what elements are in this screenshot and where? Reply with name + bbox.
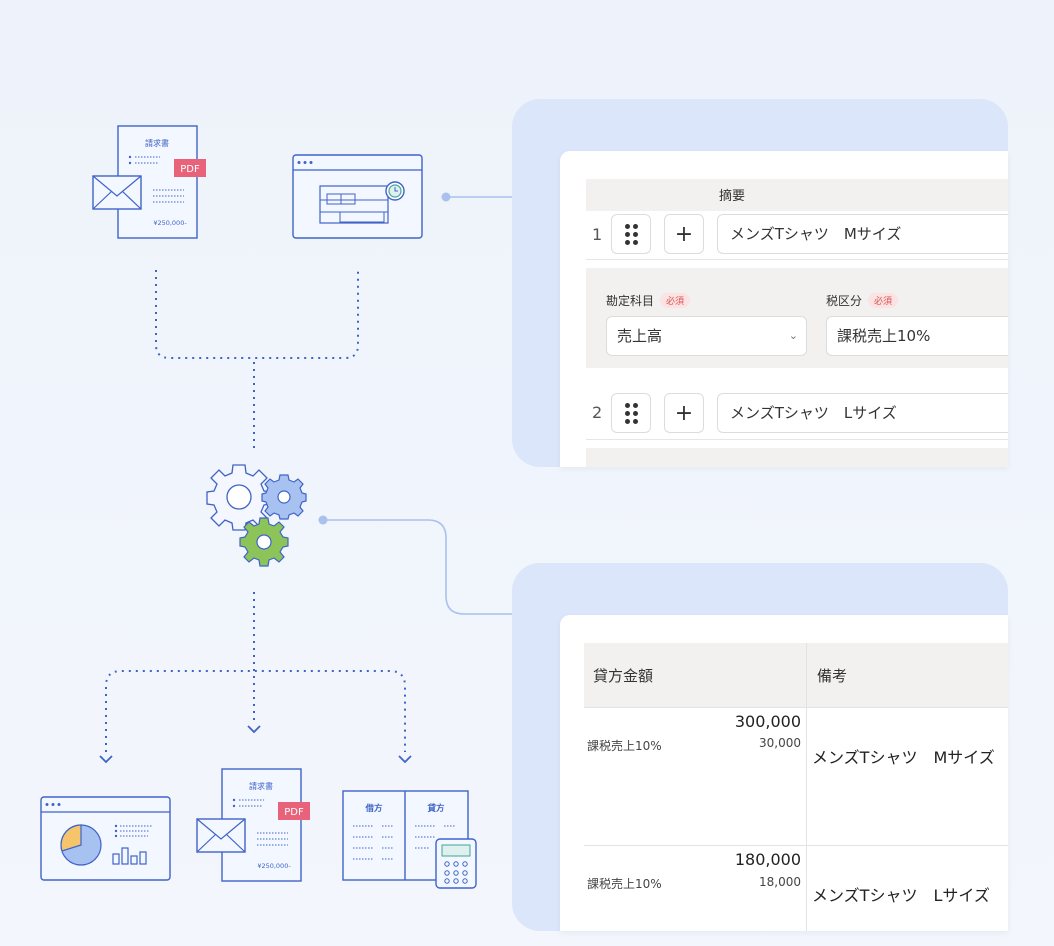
journal-entry-card: 摘要 1 + メンズTシャツ Mサイズ 勘定科目必須 売上高 ⌄ 税区分必須 課… [560,151,1008,467]
tax-field-label: 税区分必須 [826,292,899,309]
credit-amount-cell: 300,000 [734,712,801,731]
ledger-book-icon: 借方 貸方 [342,790,477,889]
tax-amount-cell: 30,000 [759,736,801,750]
browser-window-icon [292,154,423,239]
tax-label-text: 税区分 [826,294,863,308]
plus-icon: + [674,221,694,247]
credit-amount-header: 貸方金額 [593,667,654,685]
pdf-badge-text-bottom: PDF [284,807,304,818]
invoice-amount-text: ¥250,000- [153,219,187,227]
account-field-label: 勘定科目必須 [606,292,691,309]
ledger-table-header: 貸方金額 備考 [584,643,1008,708]
row-divider [586,259,1008,260]
dashboard-chart-icon [40,796,171,881]
ledger-debit-text: 借方 [364,803,383,814]
tax-select-value: 課税売上10% [837,327,931,345]
row-detail-panel: 勘定科目必須 売上高 ⌄ 税区分必須 課税売上10% [586,268,1008,368]
drag-grip-icon [624,223,638,245]
plus-icon: + [674,400,694,426]
tax-category-cell: 課税売上10% [587,877,662,891]
chevron-down-icon: ⌄ [788,329,798,342]
drag-handle-button[interactable] [611,393,651,433]
credit-amount-cell: 180,000 [734,850,801,869]
row-divider [584,845,1008,846]
account-select-value: 売上高 [617,327,663,345]
required-badge: 必須 [868,293,899,308]
column-separator [806,643,807,931]
ledger-credit-text: 貸方 [426,803,445,814]
required-badge: 必須 [660,293,691,308]
summary-column-header: 摘要 [719,189,746,204]
ledger-table-card: 貸方金額 備考 課税売上10% 300,000 30,000 メンズTシャツ M… [560,615,1008,931]
add-row-button[interactable]: + [664,393,704,433]
memo-header: 備考 [817,667,848,685]
tax-amount-cell: 18,000 [759,875,801,889]
drag-handle-button[interactable] [611,214,651,254]
row-divider [586,439,1008,440]
tax-category-cell: 課税売上10% [587,739,662,753]
pdf-badge-text: PDF [180,164,200,175]
invoice-title-text: 請求書 [145,138,169,148]
invoice-amount-text-bottom: ¥250,000- [257,862,291,870]
drag-grip-icon [624,402,638,424]
flow-connector-top [105,270,406,752]
panel-connectors [325,196,512,615]
connector-dot-top [441,192,451,202]
envelope-icon [92,175,142,210]
account-label-text: 勘定科目 [606,294,655,308]
row-number: 1 [592,225,603,244]
invoice-title-text-bottom: 請求書 [249,781,273,791]
next-row-detail-edge [586,448,1008,467]
gears-icon [206,464,307,567]
add-row-button[interactable]: + [664,214,704,254]
summary-input[interactable]: メンズTシャツ Mサイズ [717,214,1008,254]
tax-category-select[interactable]: 課税売上10% [826,316,1008,356]
account-select[interactable]: 売上高 ⌄ [606,316,807,356]
journal-table-header: 摘要 [586,179,1008,211]
row-number: 2 [592,403,603,422]
memo-cell: メンズTシャツ Lサイズ [812,886,990,905]
invoice-document-icon-bottom: 請求書 ¥250,000- PDF [196,768,310,882]
connector-dot-gear [318,515,328,525]
summary-input[interactable]: メンズTシャツ Lサイズ [717,393,1008,433]
memo-cell: メンズTシャツ Mサイズ [812,748,995,767]
flow-arrowheads [99,725,412,764]
